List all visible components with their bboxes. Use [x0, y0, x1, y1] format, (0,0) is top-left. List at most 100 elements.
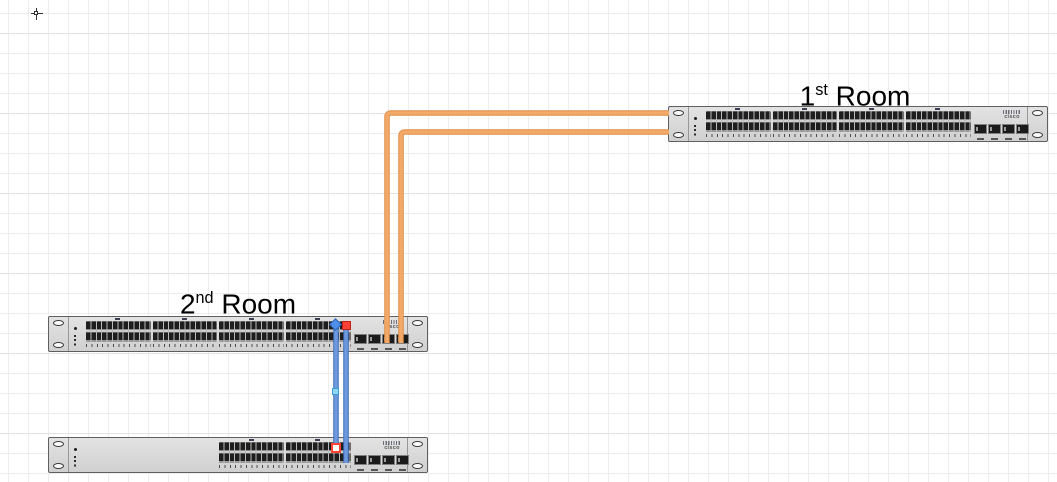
status-leds: [74, 456, 76, 467]
port-block: [906, 111, 971, 132]
port-block: [219, 442, 285, 463]
port-group-mark: [935, 108, 940, 110]
sfp-port: [354, 455, 367, 465]
port-block: [152, 321, 218, 342]
cisco-logo-text: cisco: [384, 324, 400, 330]
switch-room1[interactable]: cisco: [668, 106, 1048, 142]
sfp-port: [1002, 124, 1015, 134]
sfp-port: [368, 455, 381, 465]
sfp-tick: [371, 348, 378, 350]
port-block: [86, 321, 151, 342]
port-group-mark: [249, 318, 254, 320]
uplink-cable-2-outline[interactable]: [398, 129, 669, 343]
endpoint-red-marker[interactable]: [342, 321, 351, 330]
rack-bracket: [49, 438, 69, 472]
room1-label-sup: st: [815, 81, 828, 99]
port-number-ticks: [86, 344, 151, 347]
sfp-port: [988, 124, 1001, 134]
sfp-port: [396, 334, 409, 344]
port-block: [772, 111, 838, 132]
port-number-ticks: [706, 134, 771, 137]
power-led: [74, 448, 77, 451]
rack-bracket: [1027, 107, 1047, 141]
sfp-tick: [399, 469, 406, 471]
room1-label[interactable]: 1st Room: [780, 75, 930, 111]
cisco-logo-bars: [1003, 110, 1021, 114]
room1-label-num: 1: [799, 80, 816, 112]
port-group-mark: [249, 439, 254, 441]
port-group-mark: [735, 108, 740, 110]
port-block: [706, 111, 771, 132]
port-group-mark: [315, 439, 320, 441]
port-block: [839, 111, 905, 132]
sfp-port: [354, 334, 367, 344]
sfp-tick: [977, 138, 984, 140]
room1-label-rest: Room: [827, 80, 911, 112]
port-group-mark: [869, 108, 874, 110]
sfp-port: [396, 455, 409, 465]
cisco-logo: cisco: [999, 110, 1025, 120]
fixed-point-marker[interactable]: [331, 443, 341, 453]
port-number-ticks: [286, 465, 351, 468]
screw-hole: [1032, 132, 1043, 138]
port-group-mark: [115, 318, 120, 320]
uplink-cable-1-outline[interactable]: [384, 110, 669, 343]
screw-hole: [53, 441, 64, 447]
screw-hole: [53, 320, 64, 326]
room2-label-rest: Room: [213, 288, 297, 320]
uplink-cable-1[interactable]: [385, 111, 669, 343]
port-group-mark: [315, 318, 320, 320]
room2-label[interactable]: 2nd Room: [163, 283, 313, 319]
port-number-ticks: [906, 134, 971, 137]
screw-hole: [673, 132, 684, 138]
cisco-logo-text: cisco: [1004, 114, 1020, 120]
screw-hole: [412, 342, 423, 348]
sfp-port: [382, 334, 395, 344]
port-number-ticks: [286, 344, 351, 347]
screw-hole: [673, 110, 684, 116]
sfp-port: [382, 455, 395, 465]
screw-hole: [53, 342, 64, 348]
rack-bracket: [407, 438, 427, 472]
cisco-logo: cisco: [379, 320, 405, 330]
port-group-mark: [182, 318, 187, 320]
sfp-port: [1016, 124, 1029, 134]
uplink-cable-2[interactable]: [399, 130, 669, 343]
rack-bracket: [49, 317, 69, 351]
power-led: [74, 327, 77, 330]
switch-room2[interactable]: cisco: [48, 316, 428, 352]
screw-hole: [412, 463, 423, 469]
status-leds: [694, 125, 696, 136]
screw-hole: [1032, 110, 1043, 116]
cisco-logo: cisco: [379, 441, 405, 451]
crosshair-cursor: [31, 8, 43, 20]
port-block: [286, 442, 351, 463]
port-number-ticks: [772, 134, 838, 137]
sfp-tick: [1019, 138, 1026, 140]
sfp-port: [368, 334, 381, 344]
sfp-tick: [357, 348, 364, 350]
screw-hole: [53, 463, 64, 469]
waypoint-marker[interactable]: [332, 388, 339, 395]
sfp-tick: [371, 469, 378, 471]
power-led: [694, 117, 697, 120]
port-number-ticks: [839, 134, 905, 137]
sfp-tick: [399, 348, 406, 350]
status-leds: [74, 335, 76, 346]
room2-label-sup: nd: [195, 289, 214, 307]
sfp-tick: [385, 348, 392, 350]
sfp-tick: [991, 138, 998, 140]
room2-label-num: 2: [179, 288, 196, 320]
sfp-tick: [357, 469, 364, 471]
screw-hole: [412, 441, 423, 447]
cisco-logo-text: cisco: [384, 445, 400, 451]
cisco-logo-bars: [383, 441, 401, 445]
port-group-mark: [802, 108, 807, 110]
rack-bracket: [407, 317, 427, 351]
switch-room2-access[interactable]: cisco: [48, 437, 428, 473]
port-number-ticks: [219, 465, 285, 468]
sfp-port: [974, 124, 987, 134]
sfp-tick: [385, 469, 392, 471]
